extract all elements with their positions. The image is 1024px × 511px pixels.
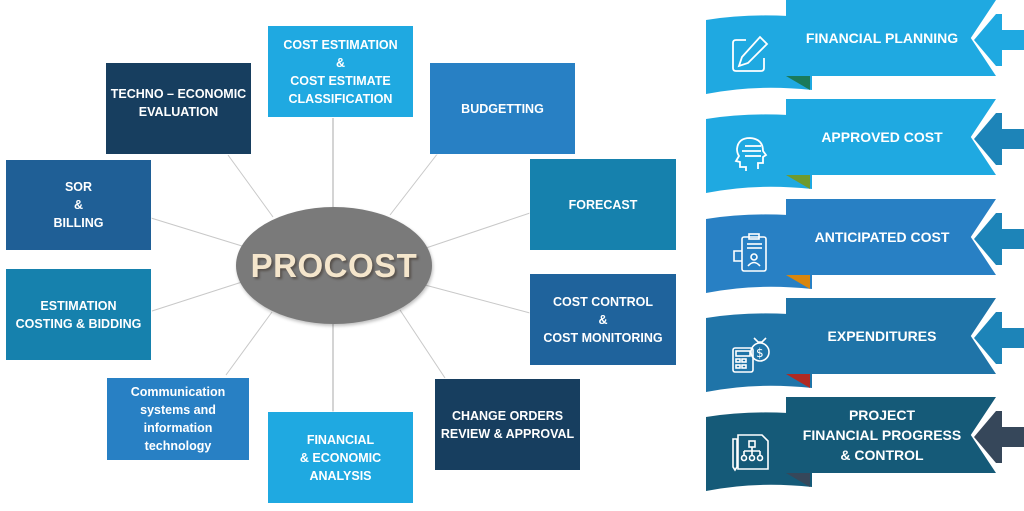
panel-item-financial-planning: FINANCIAL PLANNING bbox=[706, 0, 1024, 94]
tab-shape: $ bbox=[706, 312, 812, 392]
node-financial-economic-analysis: FINANCIAL & ECONOMIC ANALYSIS bbox=[268, 412, 413, 503]
clipboard-icon bbox=[733, 233, 767, 272]
banner-fold bbox=[786, 175, 810, 189]
banner: ANTICIPATED COST bbox=[786, 199, 996, 275]
node-cost-estimation: COST ESTIMATION & COST ESTIMATE CLASSIFI… bbox=[268, 26, 413, 117]
arrow-left-icon bbox=[974, 411, 1024, 463]
edit-icon bbox=[732, 35, 769, 72]
node-budgetting: BUDGETTING bbox=[430, 63, 575, 154]
node-change-orders: CHANGE ORDERS REVIEW & APPROVAL bbox=[435, 379, 580, 470]
node-cost-control: COST CONTROL & COST MONITORING bbox=[530, 274, 676, 365]
banner: FINANCIAL PLANNING bbox=[786, 0, 996, 76]
panel-item-project-financial-progress: PROJECT FINANCIAL PROGRESS & CONTROL bbox=[706, 397, 1024, 491]
arrow-left-icon bbox=[974, 213, 1024, 265]
panel-item-expenditures: $ EXPENDITURES bbox=[706, 298, 1024, 392]
svg-text:$: $ bbox=[756, 346, 764, 360]
node-communication-systems: Communication systems and information te… bbox=[107, 378, 249, 460]
arrow-left-icon bbox=[974, 312, 1024, 364]
calculator-money-icon: $ bbox=[732, 337, 770, 373]
arrow-left-icon bbox=[974, 14, 1024, 66]
banner-fold bbox=[786, 76, 810, 90]
banner-fold bbox=[786, 374, 810, 388]
head-icon bbox=[734, 137, 768, 171]
tab-shape bbox=[706, 411, 812, 491]
tab-shape bbox=[706, 113, 812, 193]
tab-shape bbox=[706, 14, 812, 94]
arrow-left-icon bbox=[974, 113, 1024, 165]
banner-fold bbox=[786, 473, 810, 487]
node-estimation-costing-bidding: ESTIMATION COSTING & BIDDING bbox=[6, 269, 151, 360]
org-chart-icon bbox=[732, 434, 769, 472]
tab-shape bbox=[706, 213, 812, 293]
banner-fold bbox=[786, 275, 810, 289]
banner: APPROVED COST bbox=[786, 99, 996, 175]
node-forecast: FORECAST bbox=[530, 159, 676, 250]
procost-hub: PROCOST bbox=[236, 207, 432, 324]
node-sor-billing: SOR & BILLING bbox=[6, 160, 151, 250]
banner: EXPENDITURES bbox=[786, 298, 996, 374]
banner: PROJECT FINANCIAL PROGRESS & CONTROL bbox=[786, 397, 996, 473]
panel-item-anticipated-cost: ANTICIPATED COST bbox=[706, 199, 1024, 293]
node-techno-economic: TECHNO – ECONOMIC EVALUATION bbox=[106, 63, 251, 154]
panel-item-approved-cost: APPROVED COST bbox=[706, 99, 1024, 193]
hub-label: PROCOST bbox=[250, 246, 418, 284]
